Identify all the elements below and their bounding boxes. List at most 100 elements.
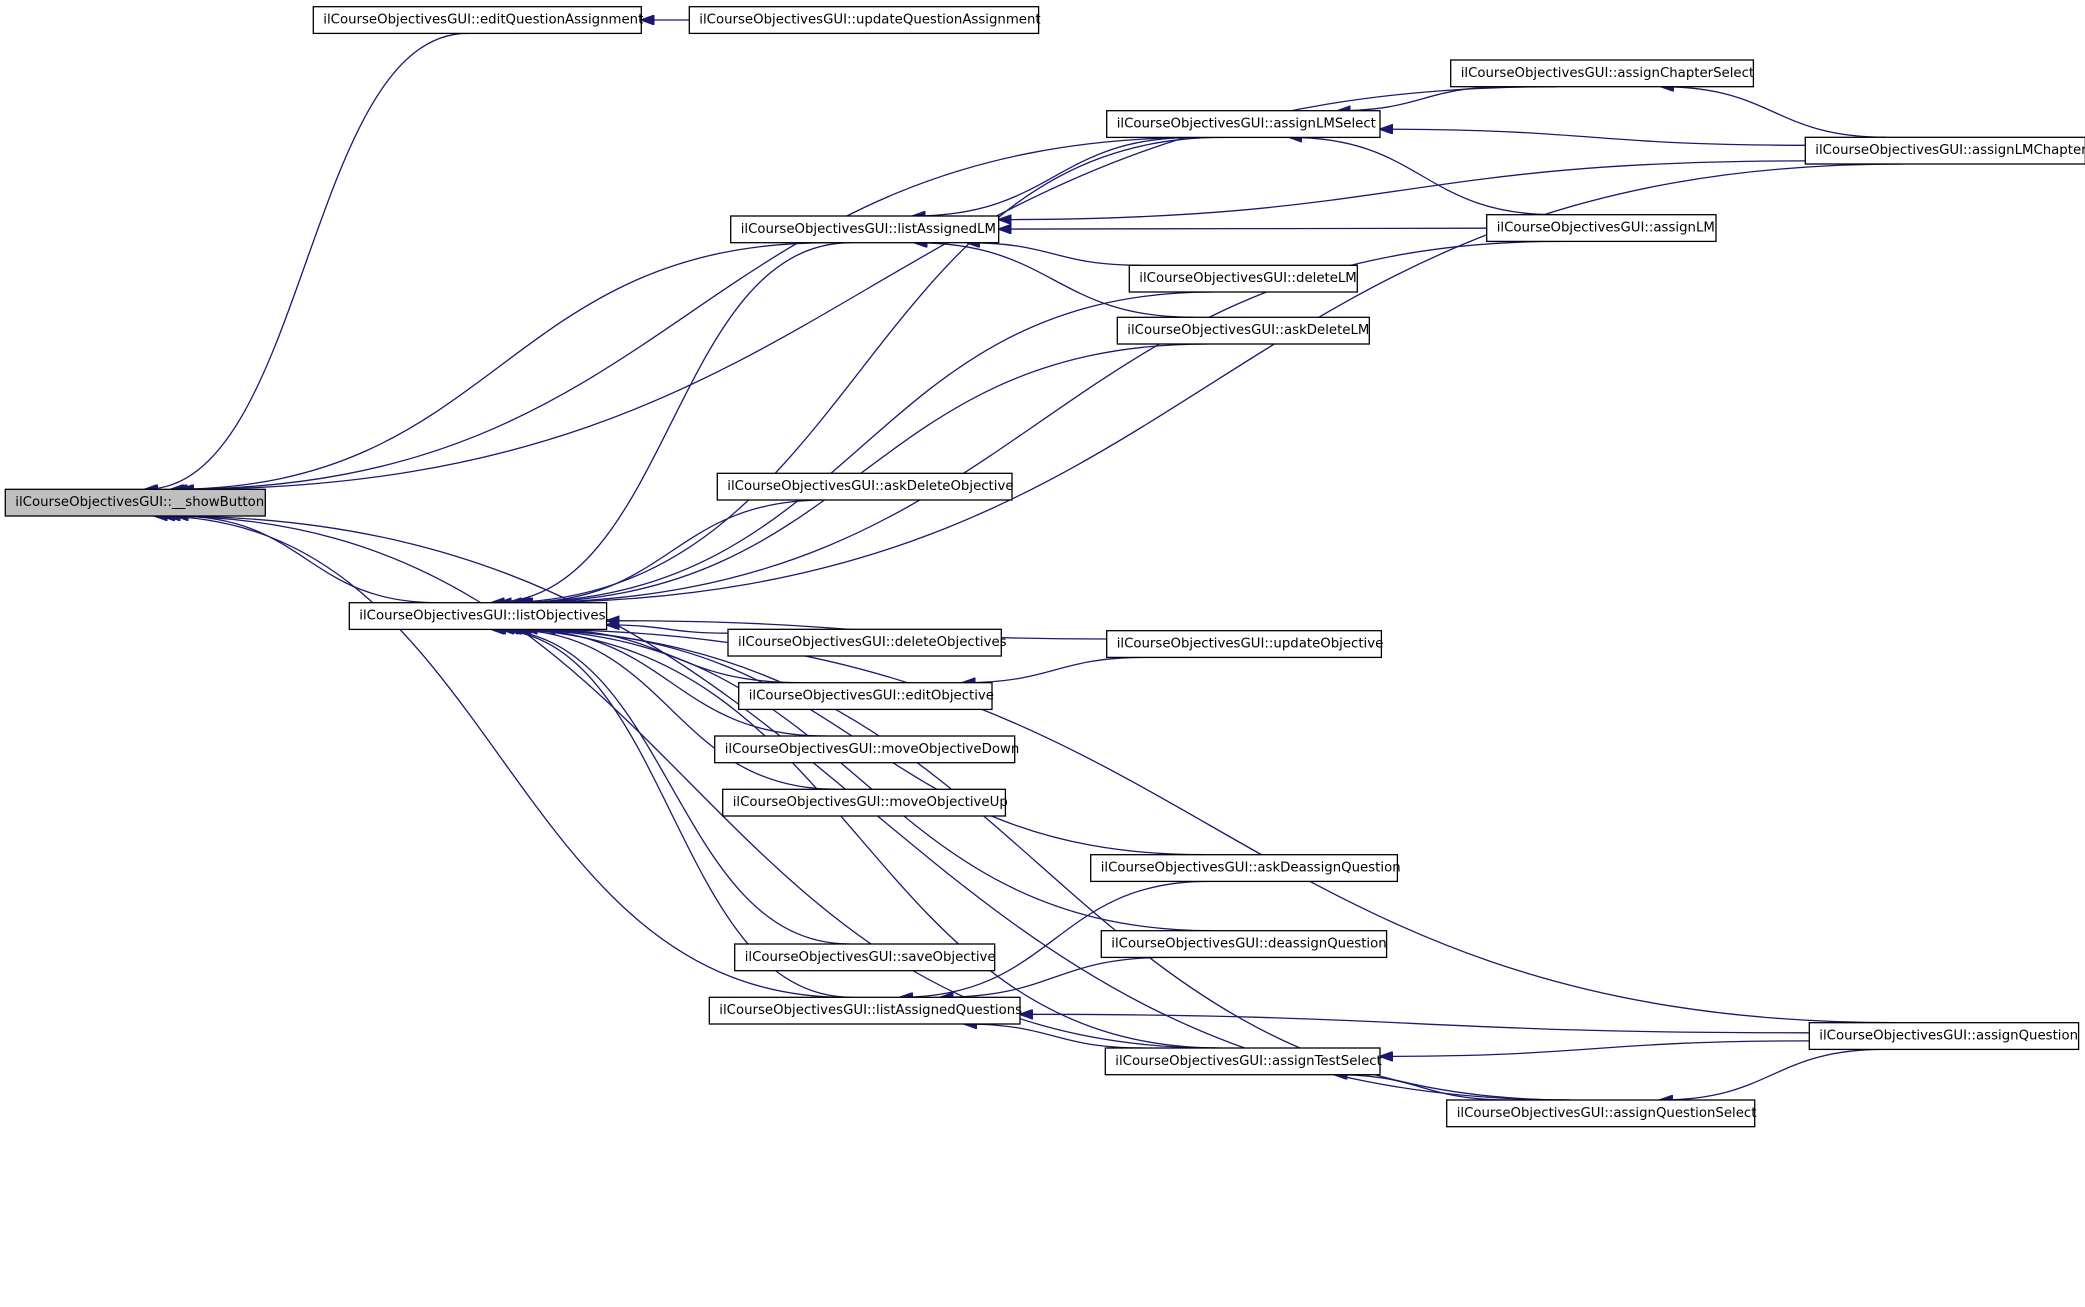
node-askDeleteLM[interactable]: ilCourseObjectivesGUI::askDeleteLM <box>1116 316 1370 345</box>
node-label: ilCourseObjectivesGUI::moveObjectiveUp <box>733 795 1008 810</box>
edge-listLM-to-listObj <box>491 242 852 603</box>
node-box <box>348 602 608 631</box>
node-listLM[interactable]: ilCourseObjectivesGUI::listAssignedLM <box>730 215 1000 244</box>
edge-lmChapter-to-lmSelect <box>1380 129 1806 146</box>
node-box <box>722 788 1007 817</box>
node-box <box>312 6 642 35</box>
node-label: ilCourseObjectivesGUI::assignQuestionSel… <box>1457 1106 1757 1121</box>
node-label: ilCourseObjectivesGUI::deleteObjectives <box>738 635 1007 650</box>
node-box <box>1100 930 1388 959</box>
node-box <box>708 996 1021 1025</box>
edge-askDelObj-to-listObj <box>518 499 825 603</box>
edge-deassign-to-listObj <box>509 629 1213 932</box>
node-label: ilCourseObjectivesGUI::assignLMChapter <box>1815 143 2085 158</box>
node-label: ilCourseObjectivesGUI::assignChapterSele… <box>1461 66 1754 81</box>
node-label: ilCourseObjectivesGUI::__showButton <box>15 495 264 510</box>
node-label: ilCourseObjectivesGUI::editQuestionAssig… <box>323 13 643 28</box>
node-box <box>1804 136 2085 165</box>
node-label: ilCourseObjectivesGUI::assignTestSelect <box>1115 1054 1381 1069</box>
node-box <box>688 6 1040 35</box>
edge-listQ-to-listObj <box>491 629 852 998</box>
edge-assignQ-to-testSelect <box>1380 1040 1810 1057</box>
node-label: ilCourseObjectivesGUI::moveObjectiveDown <box>725 742 1020 757</box>
node-deassign[interactable]: ilCourseObjectivesGUI::deassignQuestion <box>1100 930 1388 959</box>
node-askDelObj[interactable]: ilCourseObjectivesGUI::askDeleteObjectiv… <box>716 472 1014 501</box>
node-label: ilCourseObjectivesGUI::assignLMSelect <box>1117 117 1376 132</box>
edge-deleteLM-to-listObj <box>508 291 1214 603</box>
node-box <box>734 943 996 972</box>
node-label: ilCourseObjectivesGUI::deleteLM <box>1139 271 1356 286</box>
node-askDeassign[interactable]: ilCourseObjectivesGUI::askDeassignQuesti… <box>1090 854 1401 883</box>
node-box <box>1106 110 1381 139</box>
node-editObj[interactable]: ilCourseObjectivesGUI::editObjective <box>738 682 994 711</box>
node-box <box>1808 1022 2080 1051</box>
node-updateQA[interactable]: ilCourseObjectivesGUI::updateQuestionAss… <box>688 6 1041 35</box>
node-label: ilCourseObjectivesGUI::saveObjective <box>745 950 996 965</box>
edge-listObj-to-root <box>176 516 438 604</box>
node-box <box>730 215 1000 244</box>
node-box <box>1090 854 1399 883</box>
node-chapterSelect[interactable]: ilCourseObjectivesGUI::assignChapterSele… <box>1450 59 1755 88</box>
node-label: ilCourseObjectivesGUI::updateQuestionAss… <box>699 13 1040 28</box>
node-moveUp[interactable]: ilCourseObjectivesGUI::moveObjectiveUp <box>722 788 1008 817</box>
node-label: ilCourseObjectivesGUI::listObjectives <box>359 609 605 624</box>
node-box <box>1486 214 1717 243</box>
node-box <box>716 472 1013 501</box>
edge-assignLM-to-listObj <box>517 240 1563 602</box>
edge-qSelect-to-testSelect <box>1335 1075 1509 1101</box>
node-assignLM[interactable]: ilCourseObjectivesGUI::assignLM <box>1486 214 1717 243</box>
node-box <box>738 682 993 711</box>
node-deleteLM[interactable]: ilCourseObjectivesGUI::deleteLM <box>1128 264 1358 293</box>
edge-assignLM-to-lmSelect <box>1289 137 1556 216</box>
node-box <box>1128 264 1358 293</box>
node-box <box>1450 59 1755 88</box>
node-listObj[interactable]: ilCourseObjectivesGUI::listObjectives <box>348 602 608 631</box>
edge-listLM-to-root <box>171 242 830 490</box>
node-label: ilCourseObjectivesGUI::assignLM <box>1497 221 1715 236</box>
node-label: ilCourseObjectivesGUI::askDeassignQuesti… <box>1101 861 1401 876</box>
node-root[interactable]: ilCourseObjectivesGUI::__showButton <box>4 488 266 517</box>
node-box <box>4 488 266 517</box>
edge-moveUp-to-listObj <box>506 629 837 790</box>
edge-chapterSelect-to-lmSelect <box>1338 86 1508 111</box>
node-moveDown[interactable]: ilCourseObjectivesGUI::moveObjectiveDown <box>714 735 1020 764</box>
edge-deleteLM-to-listLM <box>967 243 1142 266</box>
node-label: ilCourseObjectivesGUI::deassignQuestion <box>1111 937 1386 952</box>
edge-lmChapter-to-listLM <box>999 160 1806 220</box>
edge-testSelect-to-root <box>162 516 1217 1049</box>
node-box <box>727 628 1002 657</box>
edge-deassign-to-listQ <box>941 956 1169 997</box>
edge-qSelect-to-listObj <box>508 629 1571 1101</box>
node-saveObj[interactable]: ilCourseObjectivesGUI::saveObjective <box>734 943 996 972</box>
node-label: ilCourseObjectivesGUI::askDeleteObjectiv… <box>727 479 1013 494</box>
node-label: ilCourseObjectivesGUI::askDeleteLM <box>1127 323 1369 338</box>
node-box <box>1446 1099 1756 1128</box>
node-lmChapter[interactable]: ilCourseObjectivesGUI::assignLMChapter <box>1804 136 2085 165</box>
node-label: ilCourseObjectivesGUI::editObjective <box>749 689 994 704</box>
edge-askDeassign-to-listQ <box>900 880 1209 997</box>
edge-assignLM-to-listLM <box>999 228 1487 229</box>
edge-listQ-to-root <box>155 516 846 998</box>
node-box <box>1116 316 1370 345</box>
node-label: ilCourseObjectivesGUI::updateObjective <box>1117 637 1384 652</box>
edge-askDeleteLM-to-listLM <box>915 243 1194 318</box>
node-editQA[interactable]: ilCourseObjectivesGUI::editQuestionAssig… <box>312 6 643 35</box>
edge-testSelect-to-listObj <box>501 629 1220 1049</box>
node-updObj[interactable]: ilCourseObjectivesGUI::updateObjective <box>1106 630 1384 659</box>
node-box <box>714 735 1016 764</box>
edge-lmChapter-to-listObj <box>520 163 1904 603</box>
node-layer: ilCourseObjectivesGUI::__showButtonilCou… <box>4 6 2085 1128</box>
node-listQ[interactable]: ilCourseObjectivesGUI::listAssignedQuest… <box>708 996 1022 1025</box>
node-delObjs[interactable]: ilCourseObjectivesGUI::deleteObjectives <box>727 628 1007 657</box>
edge-assignQ-to-listQ <box>1020 1014 1810 1034</box>
node-qSelect[interactable]: ilCourseObjectivesGUI::assignQuestionSel… <box>1446 1099 1757 1128</box>
edge-lmSelect-to-listLM <box>913 136 1196 216</box>
edge-assignQ-to-qSelect <box>1660 1048 1885 1100</box>
edge-updObj-to-editObj <box>962 656 1147 682</box>
node-testSelect[interactable]: ilCourseObjectivesGUI::assignTestSelect <box>1104 1047 1382 1076</box>
edge-layer <box>145 20 1904 1100</box>
node-assignQ[interactable]: ilCourseObjectivesGUI::assignQuestion <box>1808 1022 2080 1051</box>
edge-saveObj-to-listObj <box>493 629 850 945</box>
node-lmSelect[interactable]: ilCourseObjectivesGUI::assignLMSelect <box>1106 110 1381 139</box>
